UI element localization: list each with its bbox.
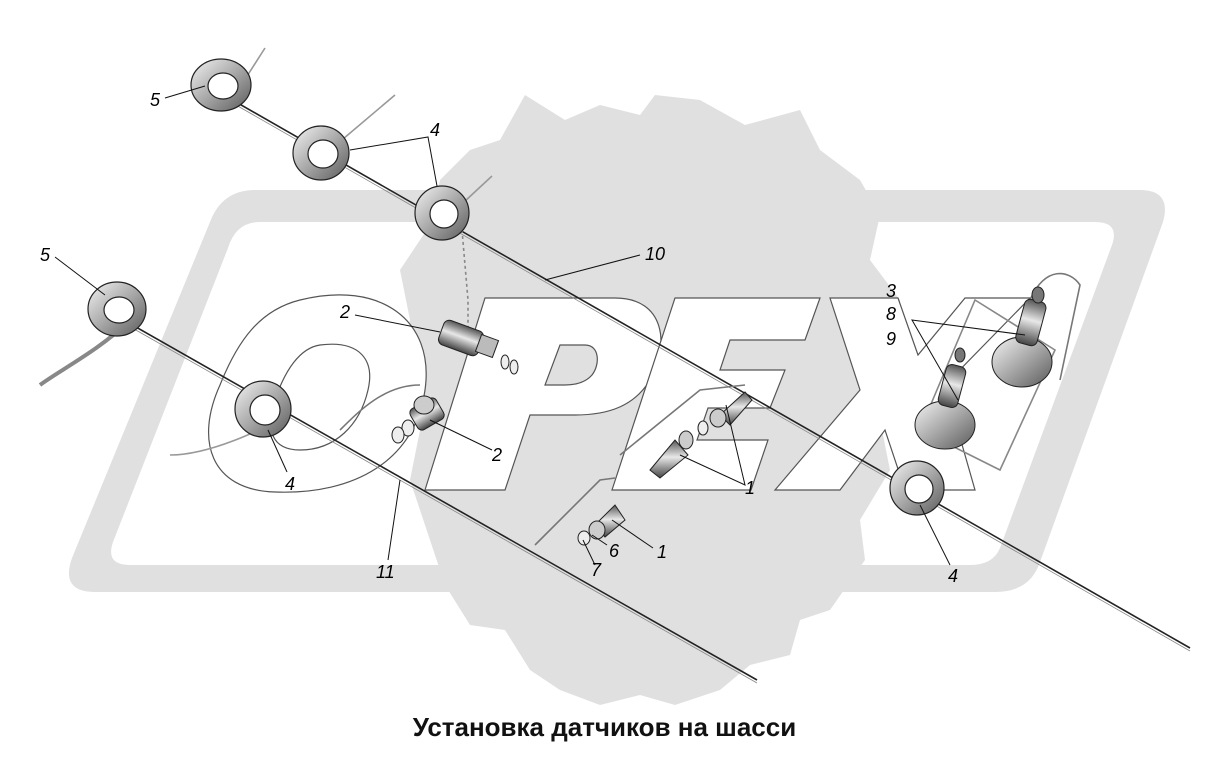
callout-5: 5	[40, 245, 51, 265]
leader-11	[387, 479, 401, 561]
callout-11: 11	[376, 562, 395, 582]
leader-1-center	[679, 404, 746, 486]
callout-6: 6	[609, 541, 620, 561]
callout-2: 2	[491, 445, 502, 465]
wire-2	[461, 229, 469, 330]
callout-8: 8	[886, 304, 896, 324]
pipe-11-inner	[119, 320, 758, 684]
sensor-2-upper	[438, 319, 519, 375]
sensor-1-a	[649, 430, 694, 479]
sensor-1-c	[577, 504, 626, 546]
callout-4: 4	[285, 474, 295, 494]
leader-5-left	[54, 256, 106, 296]
callout-10: 10	[645, 244, 665, 264]
leader-lines	[54, 85, 1026, 566]
pipe-11	[119, 317, 758, 681]
washers	[87, 58, 945, 516]
sensor-2-lower	[391, 395, 445, 444]
callout-9: 9	[886, 329, 896, 349]
leader-7	[582, 539, 596, 566]
bracket-center	[619, 384, 746, 456]
washer-4-top-2	[414, 185, 470, 241]
washer-4-top-1	[292, 125, 350, 181]
sensor-assembly-upper	[991, 286, 1053, 388]
leader-5-top	[164, 85, 206, 99]
washer-4-left	[234, 380, 292, 438]
caption: Установка датчиков на шасси	[412, 712, 797, 742]
callout-4: 4	[948, 566, 958, 586]
sensor-bracket	[918, 298, 1057, 472]
leader-10	[544, 254, 641, 281]
callout-3: 3	[886, 281, 896, 301]
letter-x	[773, 297, 1032, 491]
bracket-low	[534, 477, 616, 546]
pipes	[38, 47, 1191, 684]
callout-4: 4	[430, 120, 440, 140]
leader-4-top	[349, 136, 438, 187]
leader-2-upper	[354, 314, 441, 333]
watermark-logo	[68, 95, 1165, 705]
leader-2-lower	[429, 419, 493, 451]
letter-o	[208, 294, 427, 493]
leader-6	[591, 534, 608, 546]
sensor-assembly-lower	[914, 347, 976, 450]
pipe-10-inner	[214, 92, 1191, 652]
washer-5-left	[87, 281, 147, 337]
leader-8	[911, 319, 1026, 401]
callout-7: 7	[591, 560, 602, 580]
washer-5-top	[190, 58, 252, 112]
callout-1: 1	[745, 478, 755, 498]
leader-1-low	[611, 519, 654, 549]
bracket-wire	[339, 384, 421, 431]
callout-1: 1	[657, 542, 667, 562]
leader-4-left	[267, 429, 288, 473]
callout-5: 5	[150, 90, 161, 110]
callouts: 5 4 5 10 2 2 4 11 3 8 9 1 1 6 7 4	[40, 90, 958, 586]
sensor-1-b	[697, 391, 753, 436]
washer-4-right	[889, 460, 945, 516]
pipe-10	[214, 89, 1191, 649]
leader-4-right	[919, 504, 951, 566]
callout-2: 2	[339, 302, 350, 322]
